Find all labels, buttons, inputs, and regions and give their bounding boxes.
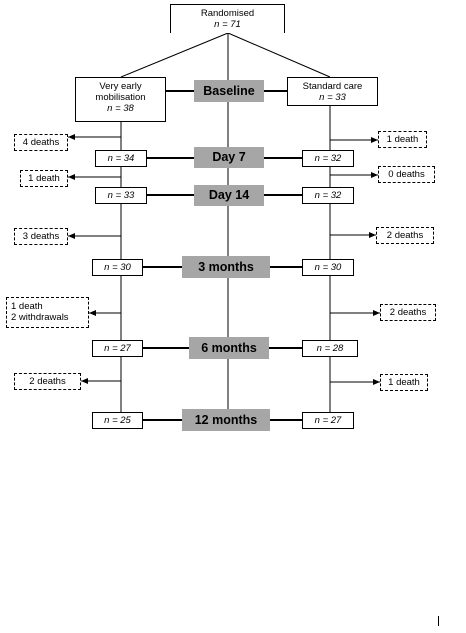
left-arm-line1: Very early xyxy=(99,81,142,92)
left-loss-4-line2: 2 withdrawals xyxy=(11,312,69,323)
right-loss-5-text: 1 death xyxy=(388,377,420,388)
stage-day7: Day 7 xyxy=(194,147,264,168)
branch-line-right xyxy=(227,32,331,78)
stage-6months: 6 months xyxy=(189,337,269,359)
right-n-3months-text: n = 30 xyxy=(314,262,342,273)
right-loss-1-text: 1 death xyxy=(386,134,419,145)
right-loss-4: 2 deaths xyxy=(380,304,436,321)
left-n-day14: n = 33 xyxy=(95,187,147,204)
right-loss-2-text: 0 deaths xyxy=(388,169,425,180)
left-loss-3-text: 3 deaths xyxy=(22,231,60,242)
right-n-day7-text: n = 32 xyxy=(314,153,342,164)
stage-baseline-label: Baseline xyxy=(203,84,255,98)
randomised-n: n = 71 xyxy=(214,19,241,30)
right-n-12months-text: n = 27 xyxy=(314,415,342,426)
right-loss-1: 1 death xyxy=(378,131,427,148)
left-loss-2: 1 death xyxy=(20,170,68,187)
stage-6months-label: 6 months xyxy=(201,341,257,355)
branch-line-left xyxy=(120,32,229,78)
right-n-day7: n = 32 xyxy=(302,150,354,167)
right-n-day14: n = 32 xyxy=(302,187,354,204)
left-n-day7-text: n = 34 xyxy=(107,153,135,164)
left-n-12months: n = 25 xyxy=(92,412,143,429)
right-arm-n: n = 33 xyxy=(319,92,346,103)
right-arm-line1: Standard care xyxy=(302,81,363,92)
left-loss-5-text: 2 deaths xyxy=(29,376,66,387)
stage-baseline: Baseline xyxy=(194,80,264,102)
stage-3months-label: 3 months xyxy=(198,260,254,274)
stage-12months-label: 12 months xyxy=(194,413,258,427)
left-n-3months: n = 30 xyxy=(92,259,143,276)
left-loss-5: 2 deaths xyxy=(14,373,81,390)
left-n-6months-text: n = 27 xyxy=(104,343,131,354)
left-n-3months-text: n = 30 xyxy=(104,262,131,273)
right-n-day14-text: n = 32 xyxy=(314,190,342,201)
stage-3months: 3 months xyxy=(182,256,270,278)
stage-12months: 12 months xyxy=(182,409,270,431)
left-n-day7: n = 34 xyxy=(95,150,147,167)
left-n-12months-text: n = 25 xyxy=(104,415,131,426)
left-n-day14-text: n = 33 xyxy=(107,190,135,201)
right-n-6months: n = 28 xyxy=(302,340,358,357)
randomised-box: Randomised n = 71 xyxy=(170,4,285,33)
standard-care-box: Standard care n = 33 xyxy=(287,77,378,106)
stage-day14: Day 14 xyxy=(194,185,264,206)
left-arm-line2: mobilisation xyxy=(95,92,146,103)
stage-day7-label: Day 7 xyxy=(212,150,246,164)
left-loss-1-text: 4 deaths xyxy=(22,137,60,148)
randomised-label: Randomised xyxy=(200,8,255,19)
left-loss-1: 4 deaths xyxy=(14,134,68,151)
right-n-6months-text: n = 28 xyxy=(316,343,344,354)
left-loss-2-text: 1 death xyxy=(28,173,60,184)
right-loss-3-text: 2 deaths xyxy=(386,230,424,241)
right-loss-5: 1 death xyxy=(380,374,428,391)
stage-day14-label: Day 14 xyxy=(208,188,250,202)
page-edge-mark xyxy=(438,616,439,626)
right-n-3months: n = 30 xyxy=(302,259,354,276)
left-n-6months: n = 27 xyxy=(92,340,143,357)
left-loss-4-line1: 1 death xyxy=(11,301,43,312)
right-n-12months: n = 27 xyxy=(302,412,354,429)
right-loss-4-text: 2 deaths xyxy=(389,307,427,318)
left-arm-n: n = 38 xyxy=(107,103,134,114)
left-loss-4: 1 death 2 withdrawals xyxy=(6,297,89,328)
right-loss-2: 0 deaths xyxy=(378,166,435,183)
right-loss-3: 2 deaths xyxy=(376,227,434,244)
left-loss-3: 3 deaths xyxy=(14,228,68,245)
very-early-mobilisation-box: Very early mobilisation n = 38 xyxy=(75,77,166,122)
